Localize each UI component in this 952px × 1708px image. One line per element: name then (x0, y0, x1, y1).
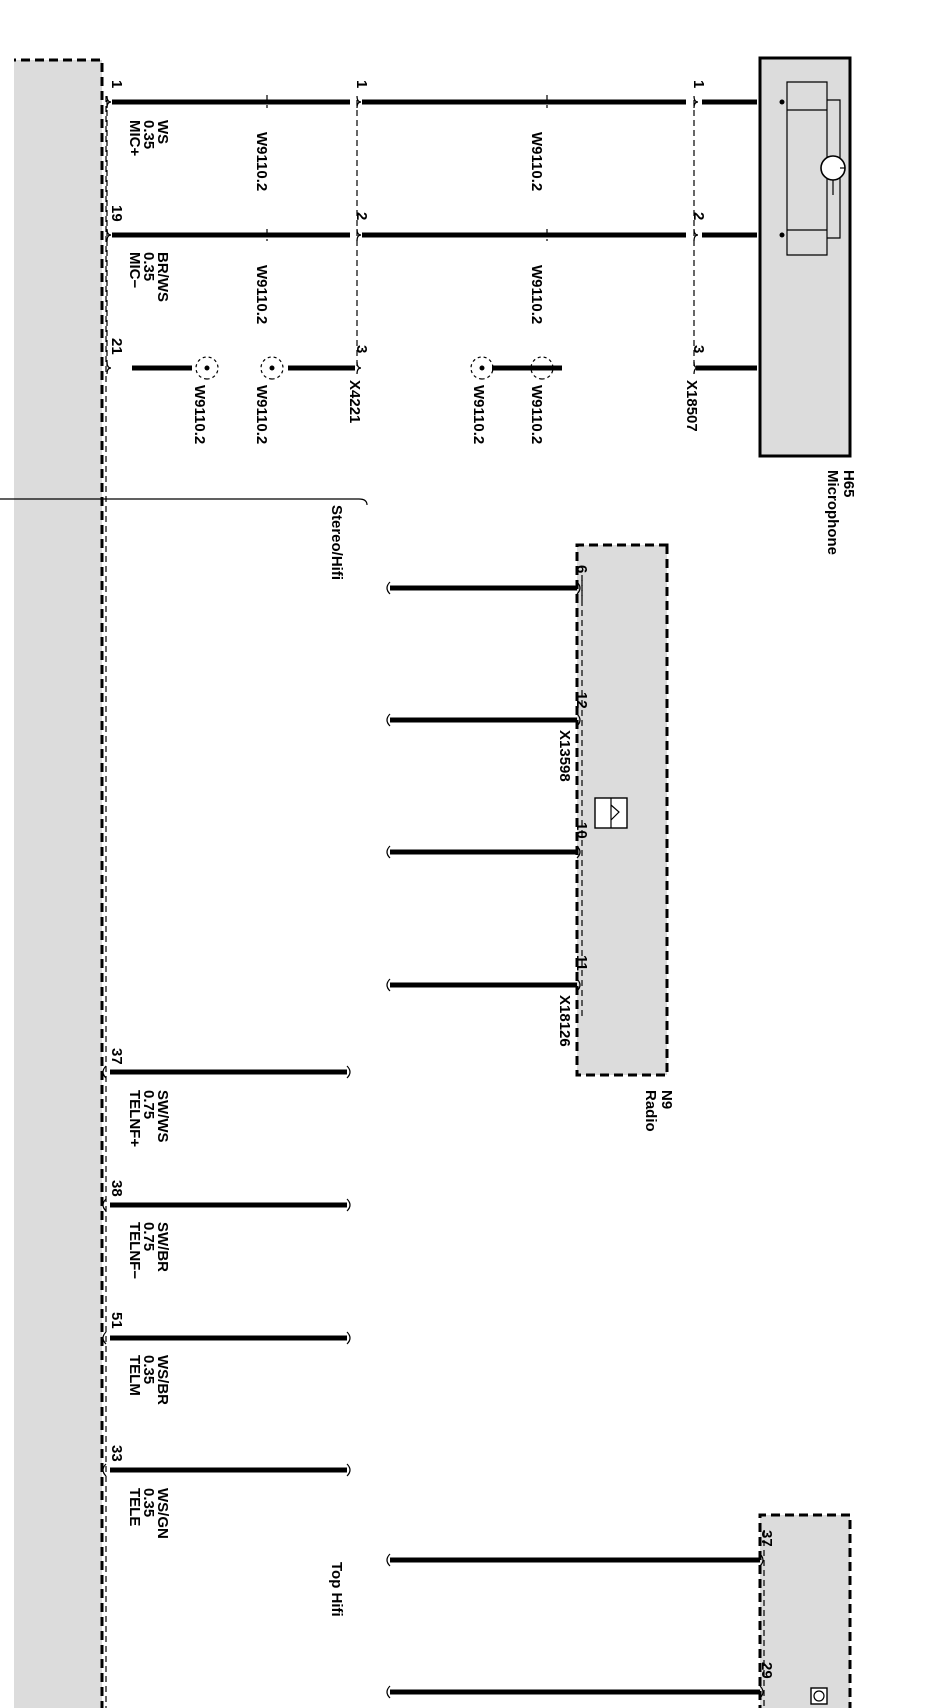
x4221-pin-3: 3 (353, 345, 370, 353)
svg-text:TELE: TELE (126, 1488, 143, 1526)
microphone-id: H65 (840, 470, 857, 498)
variant-brace (0, 491, 368, 506)
variant-top: Top Hifi (328, 1562, 345, 1617)
radio-pin-6: 6 (573, 565, 590, 573)
svg-text:BR/WS: BR/WS (154, 252, 171, 302)
mic-connector: X18507 (683, 380, 700, 432)
radio-box (575, 543, 669, 1077)
shield-label-b1: W9110.2 (253, 132, 270, 191)
microphone-name: Microphone (824, 470, 841, 555)
svg-text:WS: WS (154, 120, 171, 144)
svg-text:0.35: 0.35 (140, 120, 157, 149)
shield-label-a1: W9110.2 (528, 132, 545, 191)
mic-pin-2: 2 (690, 212, 707, 220)
svg-text:0.35: 0.35 (140, 1488, 157, 1517)
connector-brackets (106, 95, 699, 375)
left-pin-1: 1 (108, 80, 125, 88)
svg-text:WS/GN: WS/GN (154, 1488, 171, 1539)
svg-text:TELM: TELM (126, 1355, 143, 1396)
wire-label-telm: TELM 0.35 WS/BR (126, 1355, 171, 1405)
mic-pin-1: 1 (690, 80, 707, 88)
amp-pin-29: 29 (758, 1662, 775, 1679)
radio-pin-11: 11 (573, 955, 590, 971)
shield-label-a2: W9110.2 (528, 265, 545, 324)
radio-connector-a: X13598 (556, 730, 573, 782)
radio-connector-b: X18126 (556, 995, 573, 1047)
svg-text:WS/BR: WS/BR (154, 1355, 171, 1405)
wire-label-mic-minus: MIC− 0.35 BR/WS (126, 252, 171, 302)
wire-label-telnf-minus: TELNF− 0.75 SW/BR (126, 1222, 171, 1279)
svg-text:0.35: 0.35 (140, 252, 157, 281)
left-pin-33: 33 (108, 1445, 125, 1462)
amplifier-box (758, 1513, 852, 1708)
variant-stereo: Stereo/Hifi (328, 505, 345, 580)
left-pin-51: 51 (108, 1312, 125, 1329)
shield-label-c2: W9110.2 (191, 385, 208, 444)
svg-text:0.75: 0.75 (140, 1222, 157, 1251)
svg-text:SW/BR: SW/BR (154, 1222, 171, 1272)
shield-label-b3: W9110.2 (470, 385, 487, 444)
radio-id: N9 (658, 1090, 675, 1109)
microphone-box (758, 56, 852, 458)
x4221-pin-2: 2 (353, 212, 370, 220)
top-hifi-wires (386, 1553, 764, 1699)
svg-text:TELNF−: TELNF− (126, 1222, 143, 1279)
x4221-label: X4221 (346, 380, 363, 423)
x4221-pin-1: 1 (353, 80, 370, 88)
svg-text:0.75: 0.75 (140, 1090, 157, 1119)
telnf-wires (102, 1065, 351, 1477)
shield-label-a3: W9110.2 (528, 385, 545, 444)
svg-text:TELNF+: TELNF+ (126, 1090, 143, 1147)
mic-pin-3: 3 (690, 345, 707, 353)
shield-label-b2: W9110.2 (253, 265, 270, 324)
left-pin-37: 37 (108, 1048, 125, 1065)
shield-label-c1: W9110.2 (253, 385, 270, 444)
wire-label-telnf-plus: TELNF+ 0.75 SW/WS (126, 1090, 171, 1147)
left-pin-19: 19 (108, 205, 125, 222)
control-unit-box (14, 58, 107, 1708)
svg-text:MIC+: MIC+ (126, 120, 143, 156)
svg-text:MIC−: MIC− (126, 252, 143, 288)
radio-pin-12: 12 (573, 692, 590, 709)
svg-text:SW/WS: SW/WS (154, 1090, 171, 1143)
wire-label-mic-plus: MIC+ 0.35 WS (126, 120, 171, 156)
amp-pin-37: 37 (758, 1530, 775, 1547)
left-pin-21: 21 (108, 338, 125, 355)
left-pin-38: 38 (108, 1180, 125, 1197)
mic-wires (112, 99, 785, 371)
svg-text:0.35: 0.35 (140, 1355, 157, 1384)
radio-name: Radio (642, 1090, 659, 1132)
radio-wires (386, 581, 581, 992)
shield-circles (195, 95, 554, 380)
radio-pin-10: 10 (573, 822, 590, 839)
wire-label-tele: TELE 0.35 WS/GN (126, 1488, 171, 1539)
